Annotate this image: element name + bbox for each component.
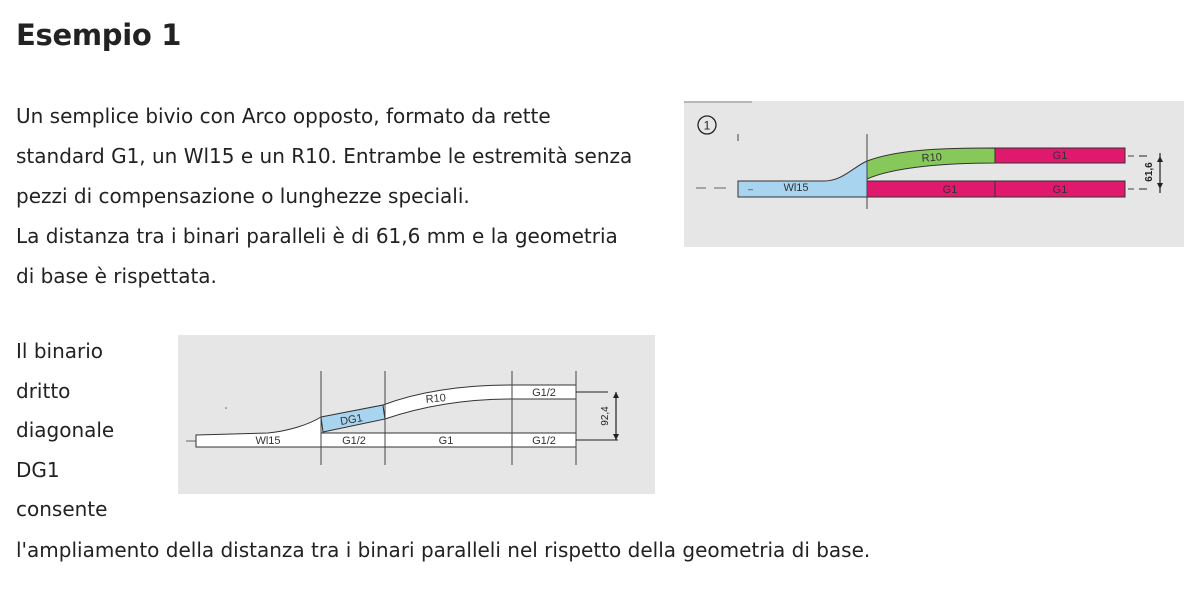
dg1-line: Il binario [16, 339, 104, 363]
g1-bottom-label-b: G1 [1053, 184, 1068, 196]
g1-top-label: G1 [1053, 150, 1068, 162]
track-diagram-1-svg: 1 – Wl15 R10 G1 G1 G1 61,6 [684, 101, 1163, 209]
intro-paragraph: Un semplice bivio con Arco opposto, form… [16, 96, 676, 296]
figure-number-circle [697, 115, 717, 135]
g12-top-label: G1/2 [532, 387, 556, 399]
dg1-line: diagonale [16, 418, 115, 443]
dimension-label: 92,4 [600, 406, 611, 426]
dg1-paragraph: Il binario dritto diagonale DG1 consente [16, 332, 114, 530]
dimension-label: 61,6 [1144, 162, 1155, 182]
wl15-dash: – [748, 184, 753, 194]
r10-track [382, 384, 513, 420]
r10-label: R10 [921, 151, 942, 164]
wl15-label: Wl15 [255, 435, 280, 447]
intro-line: standard G1, un Wl15 e un R10. Entrambe … [16, 144, 633, 168]
dg1-line: consente [16, 497, 108, 522]
dg1-label: DG1 [339, 412, 363, 428]
g1-bottom-track-a [866, 180, 996, 198]
g1-top-track [994, 147, 1126, 164]
r10-label: R10 [425, 392, 446, 406]
figure-number: 1 [704, 119, 711, 133]
g12-bottom-label-b: G1/2 [532, 435, 556, 447]
g1-bottom-label: G1 [439, 435, 454, 447]
conclusion-line: l'ampliamento della distanza tra i binar… [16, 538, 871, 562]
track-diagram-2-svg: Wl15 DG1 R10 G1/2 G1/2 G1 G1/2 92,4 [186, 371, 619, 465]
intro-line: Un semplice bivio con Arco opposto, form… [16, 104, 551, 128]
g1-bottom-label-a: G1 [943, 184, 958, 196]
dg1-line: DG1 [16, 457, 60, 482]
dg1-line: dritto [16, 378, 71, 403]
page-title: Esempio 1 [16, 18, 182, 52]
track-diagram-2: Wl15 DG1 R10 G1/2 G1/2 G1 G1/2 92,4 [178, 335, 655, 494]
intro-line: di base è rispettata. [16, 264, 217, 288]
wl15-label: Wl15 [783, 182, 808, 194]
g1-bottom-track-b [994, 180, 1126, 198]
g12-bottom-label-a: G1/2 [342, 435, 366, 447]
intro-line: pezzi di compensazione o lunghezze speci… [16, 184, 470, 208]
track-diagram-1: 1 – Wl15 R10 G1 G1 G1 61,6 [684, 101, 1184, 247]
intro-line: La distanza tra i binari paralleli è di … [16, 224, 618, 248]
